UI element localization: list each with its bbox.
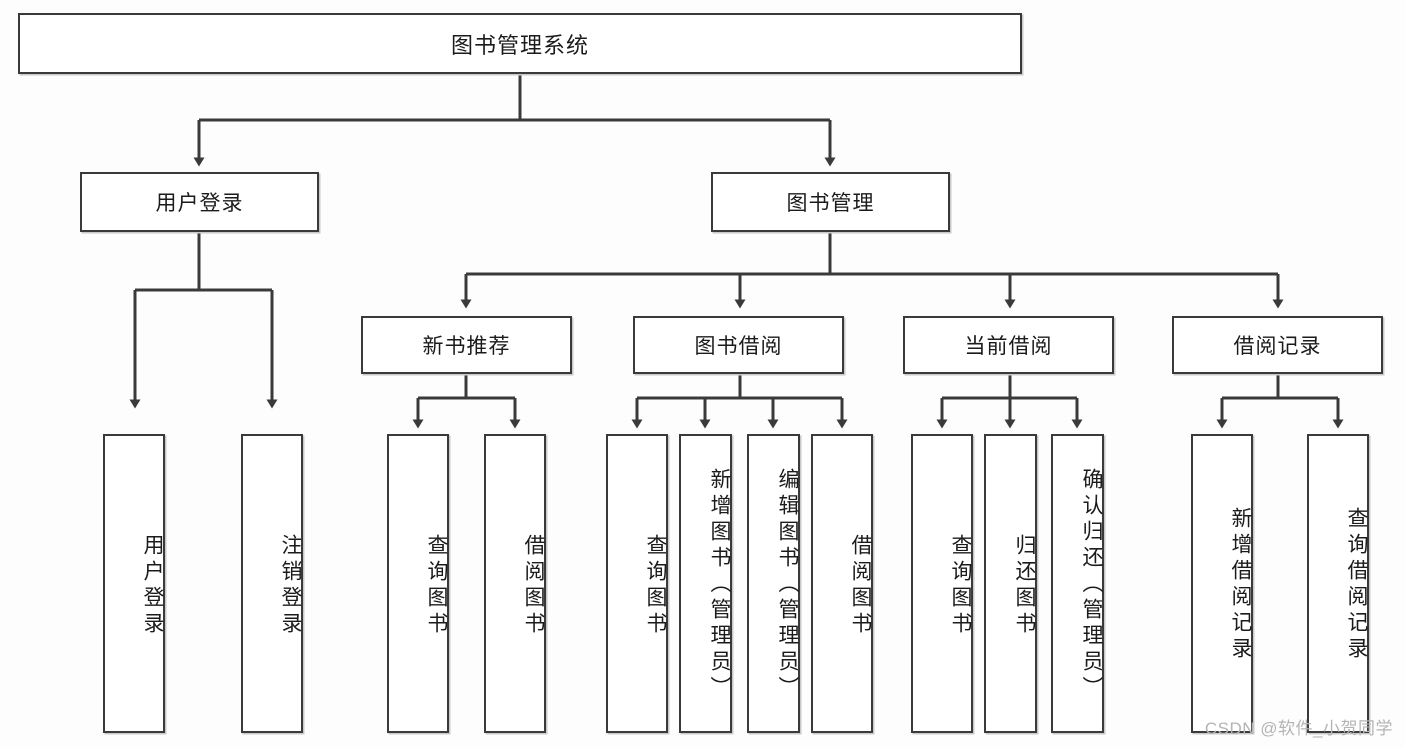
node-current-borrow[interactable]: 当前借阅 [903, 316, 1114, 374]
leaf-query-book-recommend[interactable]: 查询图书 [387, 434, 449, 733]
csdn-watermark: CSDN @软件_小贺同学 [1204, 719, 1393, 738]
node-label: 查询图书 [644, 533, 667, 638]
node-book-management[interactable]: 图书管理 [711, 172, 950, 232]
leaf-confirm-return-admin[interactable]: 确认归还（管理员） [1051, 434, 1104, 733]
leaf-add-borrow-record[interactable]: 新增借阅记录 [1191, 434, 1253, 733]
node-label: 注销登录 [279, 533, 302, 638]
node-label: 查询图书 [949, 533, 972, 638]
node-label: 借阅图书 [522, 533, 545, 638]
node-borrow-record[interactable]: 借阅记录 [1172, 316, 1383, 374]
node-label: 当前借阅 [964, 335, 1053, 358]
node-user-login[interactable]: 用户登录 [80, 172, 319, 232]
leaf-add-book-admin[interactable]: 新增图书（管理员） [679, 434, 732, 733]
node-label: 用户登录 [155, 192, 244, 215]
node-label: 确认归还（管理员） [1080, 467, 1103, 702]
node-label: 编辑图书（管理员） [776, 467, 799, 702]
node-label: 新增图书（管理员） [708, 467, 731, 702]
node-new-book-recommend[interactable]: 新书推荐 [361, 316, 572, 374]
node-root-book-management-system[interactable]: 图书管理系统 [18, 13, 1022, 74]
leaf-logout[interactable]: 注销登录 [241, 434, 303, 733]
node-label: 用户登录 [141, 533, 164, 638]
node-label: 图书管理系统 [450, 32, 589, 58]
node-label: 查询借阅记录 [1345, 506, 1368, 663]
leaf-borrow-book-recommend[interactable]: 借阅图书 [484, 434, 546, 733]
node-label: 图书管理 [786, 192, 875, 215]
leaf-borrow-book[interactable]: 借阅图书 [811, 434, 873, 733]
leaf-user-login[interactable]: 用户登录 [103, 434, 165, 733]
leaf-return-book[interactable]: 归还图书 [984, 434, 1037, 733]
node-label: 图书借阅 [694, 335, 783, 358]
leaf-edit-book-admin[interactable]: 编辑图书（管理员） [747, 434, 800, 733]
leaf-query-borrow-record[interactable]: 查询借阅记录 [1307, 434, 1369, 733]
node-book-borrow[interactable]: 图书借阅 [633, 316, 844, 374]
node-label: 借阅记录 [1233, 335, 1322, 358]
leaf-query-book-current[interactable]: 查询图书 [911, 434, 973, 733]
node-label: 新书推荐 [422, 335, 511, 358]
leaf-query-book-borrow[interactable]: 查询图书 [606, 434, 668, 733]
node-label: 归还图书 [1013, 533, 1036, 638]
node-label: 借阅图书 [849, 533, 872, 638]
node-label: 新增借阅记录 [1229, 506, 1252, 663]
node-label: 查询图书 [425, 533, 448, 638]
